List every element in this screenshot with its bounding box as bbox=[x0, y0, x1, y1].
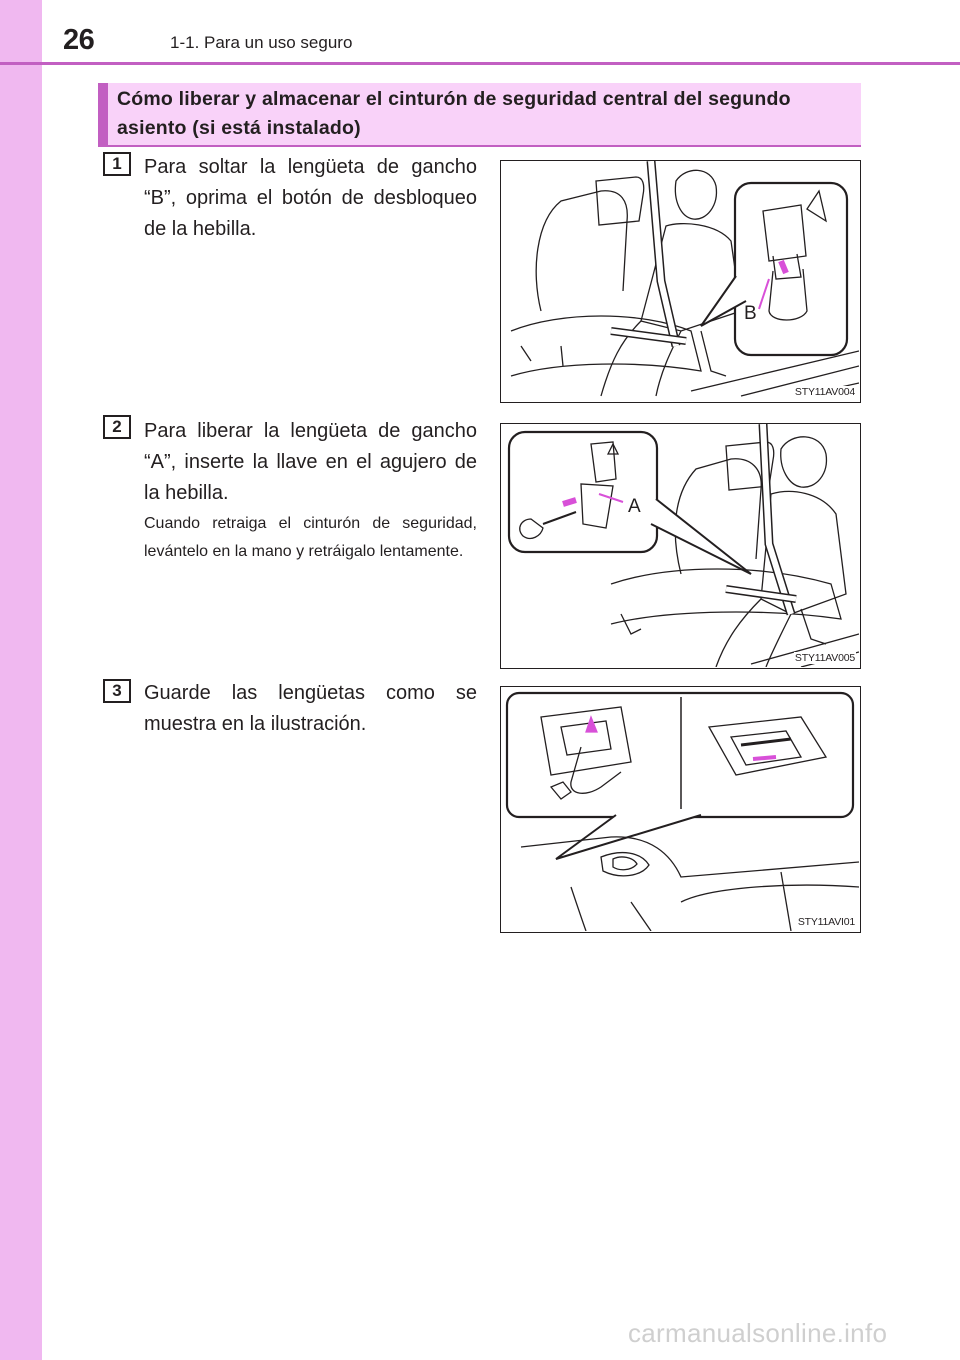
step-2-badge: 2 bbox=[103, 415, 131, 439]
step-3-badge: 3 bbox=[103, 679, 131, 703]
callout-accent-bar bbox=[98, 83, 108, 145]
callout-label-a: A bbox=[628, 496, 641, 517]
illustration-code: STY11AV004 bbox=[793, 386, 856, 398]
watermark: carmanualsonline.info bbox=[628, 1318, 888, 1348]
callout-label-b: B bbox=[744, 303, 757, 324]
step-2-note: Cuando retraiga el cinturón de seguridad… bbox=[144, 515, 477, 560]
callout-rule bbox=[98, 145, 861, 147]
step-1-text: Para soltar la lengüeta de gancho “B”, o… bbox=[144, 156, 477, 240]
page-number: 26 bbox=[63, 24, 95, 56]
illustration-code: STY11AVI01 bbox=[796, 916, 856, 928]
section-title: 1-1. Para un uso seguro bbox=[170, 33, 353, 52]
seat-belt-release-drawing bbox=[510, 161, 859, 397]
stow-tongues-drawing bbox=[505, 691, 859, 931]
header-rule bbox=[0, 62, 960, 65]
key-release-drawing bbox=[507, 424, 859, 667]
step-2-text: Para liberar la lengüeta de gancho “A”, … bbox=[144, 420, 477, 504]
step-3-text: Guarde las lengüetas como se muestra en … bbox=[144, 682, 477, 735]
illustration-step-1: B STY11AV004 bbox=[500, 160, 861, 403]
callout-title: Cómo liberar y almacenar el cinturón de … bbox=[117, 88, 791, 139]
illustration-step-3: STY11AVI01 bbox=[500, 686, 861, 933]
illustration-code: STY11AV005 bbox=[793, 652, 856, 664]
side-color-band bbox=[0, 0, 42, 1360]
step-1-badge: 1 bbox=[103, 152, 131, 176]
illustration-step-2: A STY11AV005 bbox=[500, 423, 861, 669]
callout-box bbox=[98, 83, 861, 145]
